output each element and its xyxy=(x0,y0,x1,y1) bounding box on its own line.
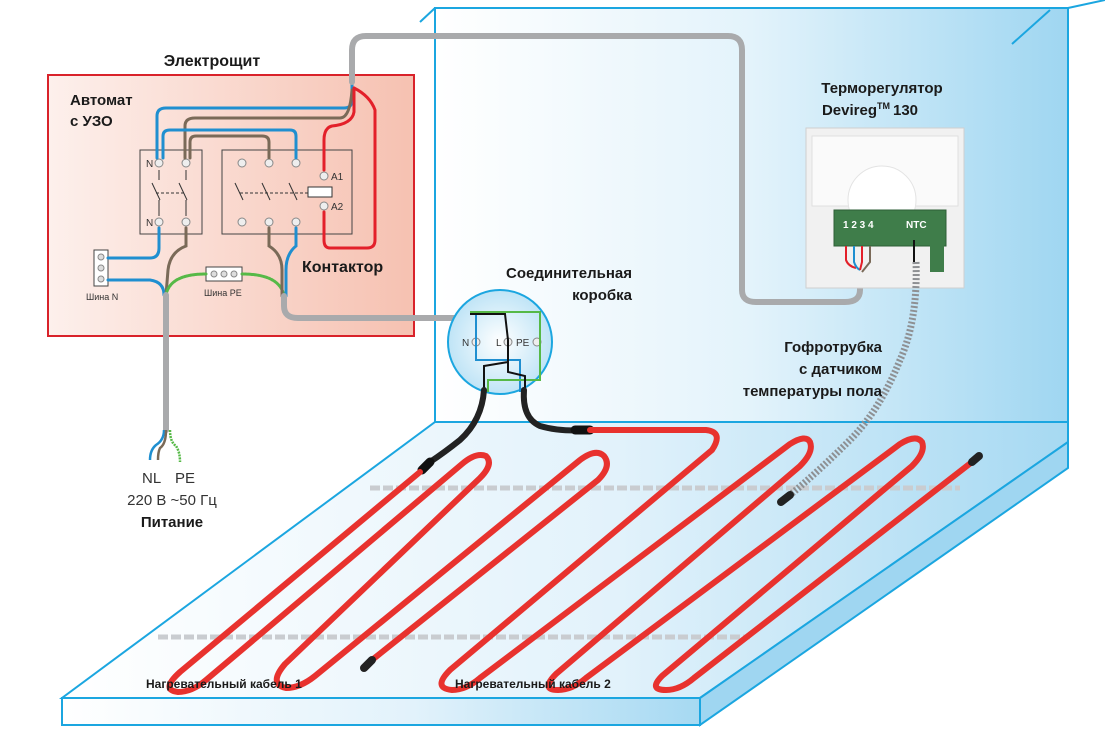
thermostat-device xyxy=(805,127,965,289)
terminal-n-bottom-label: N xyxy=(146,218,153,229)
thermostat-terminals-label: 1 2 3 4 xyxy=(843,220,874,231)
thermostat-ntc-label: NTC xyxy=(906,220,927,231)
supply-title: Питание xyxy=(141,514,203,531)
cable-2-end-cap xyxy=(968,452,983,466)
junction-pe-label: PE xyxy=(516,338,530,349)
contactor xyxy=(221,149,353,235)
floor-sensor xyxy=(777,491,794,506)
junction-n-label: N xyxy=(462,338,469,349)
neutral-bus xyxy=(93,249,109,287)
thermostat-title: Терморегулятор xyxy=(821,80,942,97)
cable-1-end-cap xyxy=(360,656,376,672)
conduit-label-line-2: с датчиком xyxy=(799,361,882,378)
terminal-n-top-label: N xyxy=(146,159,153,170)
ground-bus xyxy=(205,266,243,282)
coil-a1-label: A1 xyxy=(331,172,344,183)
junction-box xyxy=(447,289,553,395)
junction-wiring xyxy=(470,311,541,392)
breaker-title-line-2: с УЗО xyxy=(70,113,113,130)
rcd-breaker xyxy=(139,149,203,235)
heating-cable-2-label: Нагревательный кабель 2 xyxy=(455,677,611,691)
panel-title: Электрощит xyxy=(164,53,261,70)
junction-l-label: L xyxy=(496,338,502,349)
heating-cable-1-label: Нагревательный кабель 1 xyxy=(146,677,302,691)
ground-bus-label: Шина PE xyxy=(204,288,242,298)
thermostat-wires xyxy=(845,240,915,273)
supply-voltage-label: 220 В ~50 Гц xyxy=(127,492,217,509)
supply-pe-label: PE xyxy=(175,470,195,487)
neutral-bus-label: Шина N xyxy=(86,292,118,302)
supply-wires xyxy=(148,429,182,463)
junction-box-title-line-2: коробка xyxy=(572,287,633,304)
conduit-label-line-1: Гофротрубка xyxy=(784,339,882,356)
breaker-title-line-1: Автомат xyxy=(70,92,133,109)
floor-slab xyxy=(58,421,1069,727)
coil-a2-label: A2 xyxy=(331,202,344,213)
gray-cables xyxy=(163,33,863,433)
corrugated-conduit xyxy=(787,261,920,498)
conduit-label-line-3: температуры пола xyxy=(743,383,883,400)
heating-cable-1 xyxy=(166,449,610,696)
junction-box-title-line-1: Соединительная xyxy=(506,265,632,282)
contactor-label: Контактор xyxy=(302,259,383,276)
cable-1-coupling xyxy=(417,457,435,475)
heating-cable-2 xyxy=(438,427,975,694)
panel-wiring xyxy=(106,80,377,298)
supply-nl-label: NL xyxy=(142,470,161,487)
